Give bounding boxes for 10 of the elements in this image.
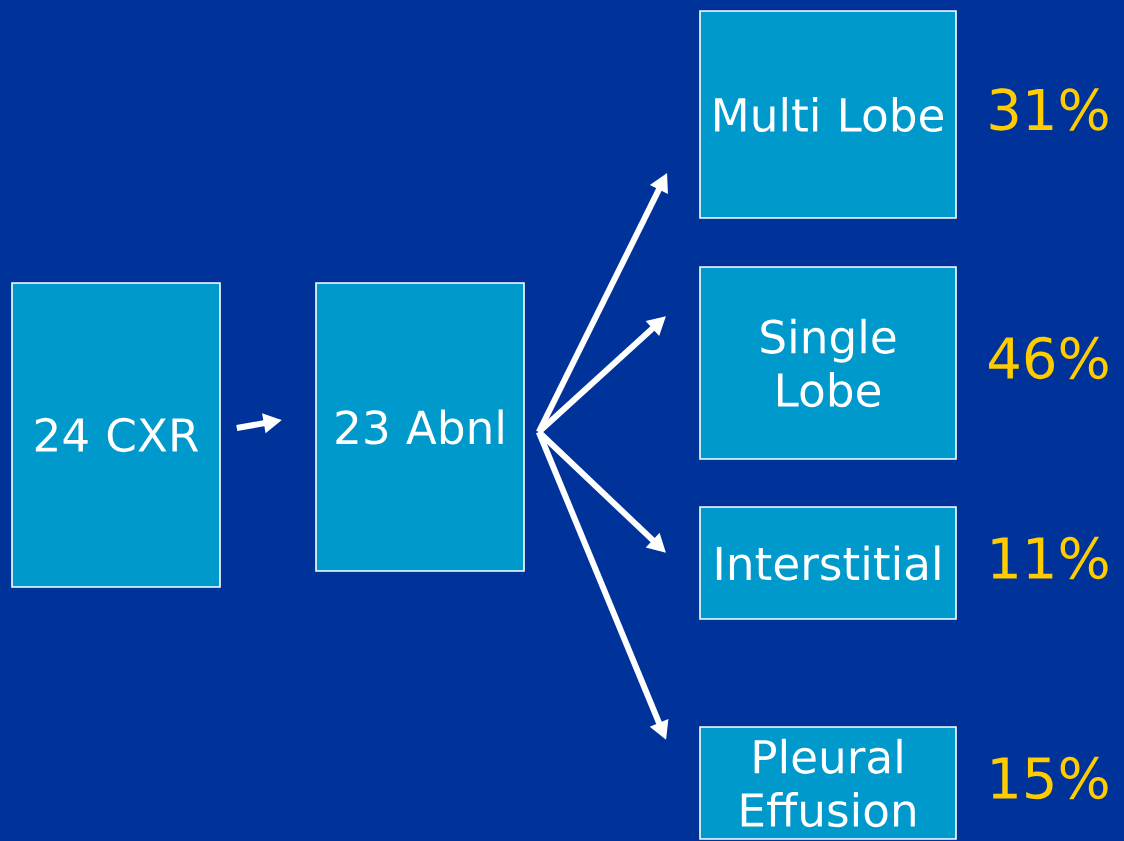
percentage-label: 15% [992, 756, 1108, 800]
process-box: Multi Lobe [699, 10, 957, 219]
percentage-label: 11% [992, 536, 1108, 580]
process-box: 24 CXR [11, 282, 221, 588]
process-box: Single Lobe [699, 266, 957, 460]
process-box: Pleural Effusion [699, 726, 957, 840]
percentage-label: 31% [990, 88, 1108, 131]
percentage-label: 46% [989, 336, 1108, 380]
process-box: 23 Abnl [315, 282, 525, 572]
process-box: Interstitial [699, 506, 957, 620]
